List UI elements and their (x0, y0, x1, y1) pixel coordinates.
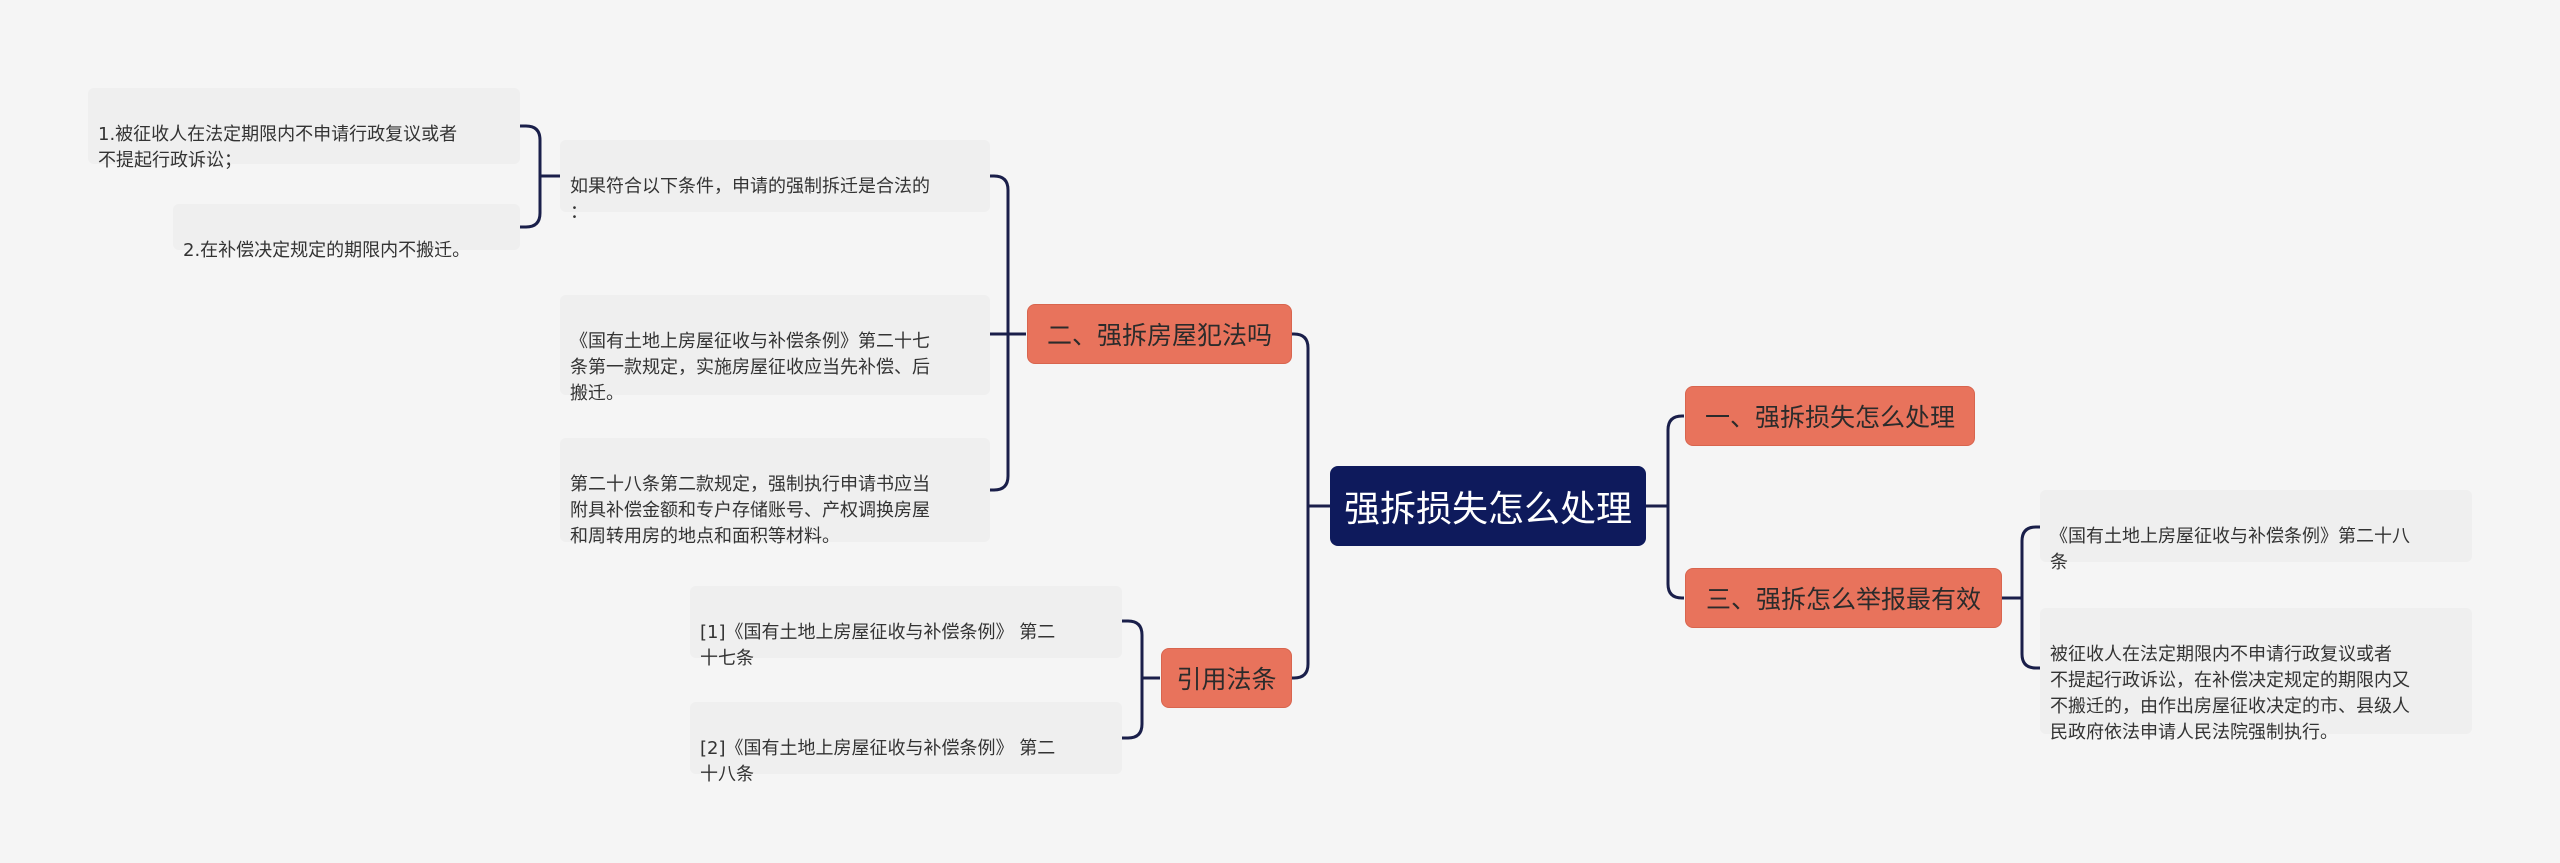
leaf-legal-conditions-text: 如果符合以下条件，申请的强制拆迁是合法的 ： (570, 176, 930, 223)
link-root-b1 (1646, 414, 1684, 508)
link-root-b2 (1292, 332, 1330, 508)
link-root-b3 (1646, 504, 1684, 600)
branch-3[interactable]: 三、强拆怎么举报最有效 (1685, 568, 2002, 628)
leaf-condition-1[interactable]: 1.被征收人在法定期限内不申请行政复议或者 不提起行政诉讼； (88, 88, 520, 171)
leaf-condition-1-text: 1.被征收人在法定期限内不申请行政复议或者 不提起行政诉讼； (98, 124, 458, 171)
leaf-reference-2[interactable]: [2]《国有土地上房屋征收与补偿条例》 第二 十八条 (690, 702, 1122, 785)
leaf-condition-2[interactable]: 2.在补偿决定规定的期限内不搬迁。 (173, 204, 520, 261)
leaf-legal-conditions[interactable]: 如果符合以下条件，申请的强制拆迁是合法的 ： (560, 140, 990, 223)
branch-1[interactable]: 一、强拆损失怎么处理 (1685, 386, 1975, 446)
branch-1-label: 一、强拆损失怎么处理 (1704, 403, 1955, 432)
leaf-b3-text[interactable]: 被征收人在法定期限内不申请行政复议或者 不提起行政诉讼，在补偿决定规定的期限内又… (2040, 608, 2472, 743)
root-topic-label: 强拆损失怎么处理 (1343, 489, 1632, 530)
link-b3-text (2002, 596, 2040, 670)
branch-2-label: 二、强拆房屋犯法吗 (1046, 321, 1272, 350)
link-b4-ref2 (1122, 676, 1160, 740)
leaf-b3-law[interactable]: 《国有土地上房屋征收与补偿条例》第二十八 条 (2040, 490, 2472, 573)
link-b2-rule28 (990, 332, 1026, 492)
leaf-rule-27-text: 《国有土地上房屋征收与补偿条例》第二十七 条第一款规定，实施房屋征收应当先补偿、… (570, 331, 930, 404)
leaf-condition-2-text: 2.在补偿决定规定的期限内不搬迁。 (183, 240, 471, 261)
leaf-b3-text-content: 被征收人在法定期限内不申请行政复议或者 不提起行政诉讼，在补偿决定规定的期限内又… (2050, 644, 2410, 743)
leaf-b3-law-text: 《国有土地上房屋征收与补偿条例》第二十八 条 (2050, 526, 2410, 573)
branch-4-label: 引用法条 (1176, 665, 1277, 694)
link-cond-1 (520, 124, 560, 178)
leaf-rule-28-text: 第二十八条第二款规定，强制执行申请书应当 附具补偿金额和专户存储账号、产权调换房… (570, 474, 930, 547)
link-root-b4 (1292, 504, 1330, 680)
link-b2-conditions (990, 174, 1026, 336)
link-b3-law (2002, 525, 2040, 600)
leaf-rule-28[interactable]: 第二十八条第二款规定，强制执行申请书应当 附具补偿金额和专户存储账号、产权调换房… (560, 438, 990, 547)
leaf-reference-2-text: [2]《国有土地上房屋征收与补偿条例》 第二 十八条 (700, 738, 1056, 785)
root-topic[interactable]: 强拆损失怎么处理 (1330, 466, 1646, 546)
branch-2[interactable]: 二、强拆房屋犯法吗 (1027, 304, 1292, 364)
leaf-rule-27[interactable]: 《国有土地上房屋征收与补偿条例》第二十七 条第一款规定，实施房屋征收应当先补偿、… (560, 295, 990, 404)
leaf-reference-1[interactable]: [1]《国有土地上房屋征收与补偿条例》 第二 十七条 (690, 586, 1122, 669)
leaf-reference-1-text: [1]《国有土地上房屋征收与补偿条例》 第二 十七条 (700, 622, 1056, 669)
branch-3-label: 三、强拆怎么举报最有效 (1705, 585, 1981, 614)
link-cond-2 (520, 174, 560, 229)
link-b4-ref1 (1122, 619, 1160, 680)
branch-4[interactable]: 引用法条 (1161, 648, 1292, 708)
